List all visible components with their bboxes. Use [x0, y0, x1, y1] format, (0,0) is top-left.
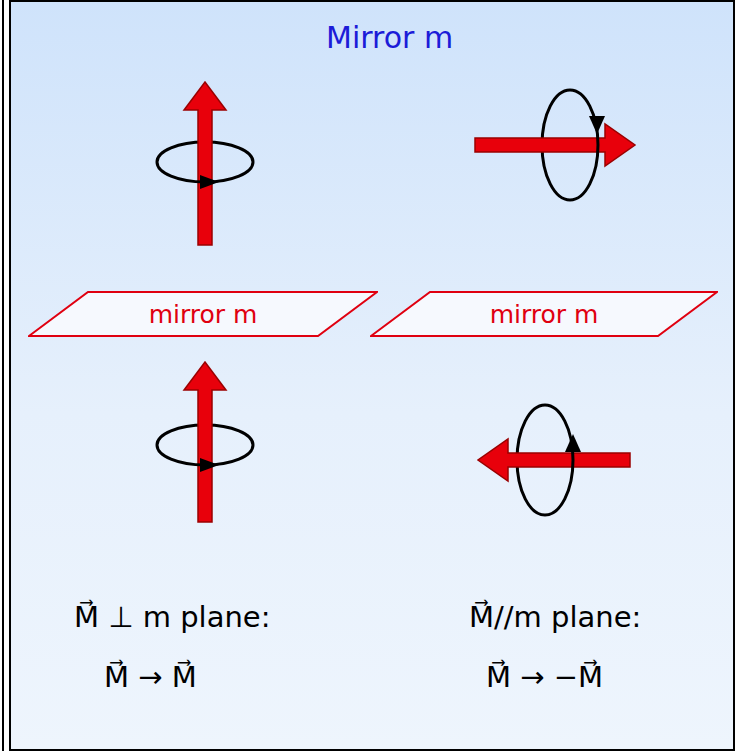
panel	[9, 0, 735, 751]
relation-label: M⃗ → M⃗	[104, 660, 197, 694]
moment-arrow-left	[478, 405, 630, 515]
panel-title: Mirror m	[326, 20, 453, 55]
moment-arrow-right	[475, 90, 635, 200]
moment-arrow-up	[157, 82, 253, 245]
mirror-label: mirror m	[370, 300, 718, 329]
mirror-label: mirror m	[28, 300, 378, 329]
panel-edge	[2, 0, 4, 751]
relation-label: M⃗ ⊥ m plane:	[74, 600, 270, 634]
relation-label: M⃗ → −M⃗	[486, 660, 603, 694]
relation-label: M⃗//m plane:	[469, 600, 641, 634]
moment-arrow-up-reflected	[157, 362, 253, 522]
mirror-plane: mirror m	[28, 291, 378, 337]
mirror-plane: mirror m	[370, 291, 718, 337]
